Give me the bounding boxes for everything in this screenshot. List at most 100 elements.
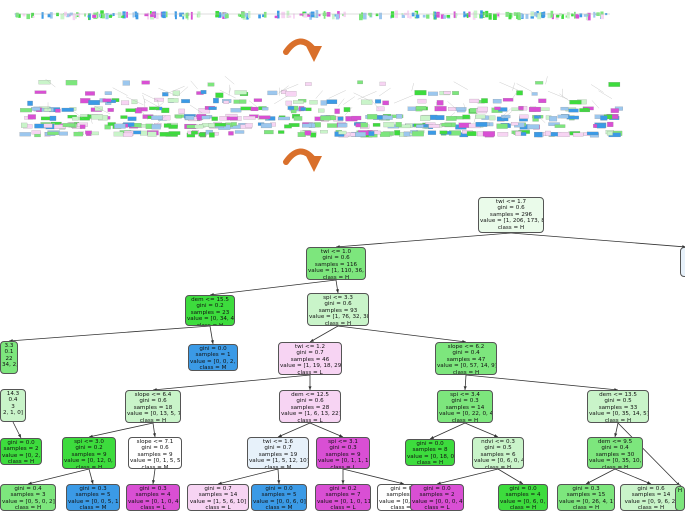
overview-mark <box>414 12 417 18</box>
overview-mark <box>326 12 331 17</box>
overview-mark <box>434 106 447 112</box>
overview-mark <box>293 13 295 19</box>
overview-edge <box>411 83 414 92</box>
overview-mark <box>47 131 59 136</box>
overview-mark <box>409 15 412 19</box>
overview-mark <box>248 11 251 19</box>
overview-mark <box>481 98 488 104</box>
overview-mark <box>65 80 78 86</box>
overview-edge <box>516 83 532 92</box>
overview-edge <box>45 78 56 88</box>
overview-mark <box>168 131 181 135</box>
overview-mark <box>87 15 90 18</box>
node-line: value = [0, 1, 5, 5] <box>130 458 182 465</box>
overview-mark <box>151 124 161 130</box>
overview-mark <box>66 13 70 18</box>
overview-edge <box>357 91 377 100</box>
overview-mark <box>49 12 53 19</box>
overview-mark <box>217 12 222 18</box>
tree-edge <box>8 325 211 342</box>
overview-mark <box>306 14 311 17</box>
node-line: gini = 0.4 <box>601 445 629 452</box>
node-line: gini = 0.6 <box>637 486 665 492</box>
node-line: samples = 14 <box>198 492 238 499</box>
overview-mark <box>517 12 521 21</box>
overview-mark <box>211 116 218 121</box>
overview-mark <box>267 90 278 96</box>
edge-arrowhead <box>400 481 404 485</box>
overview-mark <box>167 98 179 103</box>
node-line: class = M <box>264 464 292 469</box>
node-line: value = [1, 76, 32, 38] <box>309 314 369 321</box>
node-line: dem <= 13.5 <box>599 392 637 398</box>
tree-node-p_e <box>680 247 685 277</box>
node-line: class = H <box>452 369 480 375</box>
node-line: value = [0, 2, 0, 0] <box>2 452 41 459</box>
overview-mark <box>237 13 241 17</box>
overview-mark <box>165 11 168 18</box>
node-line: value = [0, 9, 6, 2] <box>624 498 678 505</box>
tree-edge <box>436 468 499 485</box>
overview-mark <box>161 107 170 113</box>
node-line: class = L <box>297 417 323 423</box>
overview-mark <box>382 115 393 120</box>
tree-edge <box>617 422 681 487</box>
tree-edge <box>337 325 467 343</box>
overview-mark <box>260 123 272 129</box>
edge-arrowhead <box>278 434 282 437</box>
node-line: twi <= 1.6 <box>262 439 294 445</box>
node-line: samples = 14 <box>631 492 671 499</box>
overview-mark <box>21 122 28 128</box>
overview-edge <box>156 115 166 124</box>
node-line: value = [0, 6, 0, 0] <box>500 498 548 505</box>
overview-mark <box>320 115 331 121</box>
tree-edge <box>335 232 512 248</box>
node-line: value = [0, 13, 5, 7] <box>127 411 181 418</box>
overview-mark <box>557 131 570 137</box>
edge-arrowhead <box>210 340 214 344</box>
overview-edge <box>158 88 178 97</box>
overview-mark <box>510 122 519 126</box>
node-line: samples = 30 <box>595 451 635 458</box>
node-line: samples = 2 <box>386 492 422 499</box>
overview-mark <box>286 10 290 18</box>
overview-mark <box>135 12 139 20</box>
node-line: class = L <box>140 505 166 511</box>
overview-mark <box>568 108 579 113</box>
overview-mark <box>379 131 391 137</box>
node-line: samples = 4 <box>135 492 171 499</box>
node-line: samples = 5 <box>75 492 111 499</box>
overview-mark <box>72 116 79 121</box>
overview-mark <box>448 107 457 111</box>
overview-mark <box>541 12 545 19</box>
overview-mark <box>208 123 215 128</box>
overview-mark <box>586 131 599 136</box>
overview-mark <box>572 13 575 17</box>
overview-edge <box>371 100 379 109</box>
node-line: value = [0, 1, 0, 11] <box>317 498 371 505</box>
overview-edge <box>143 98 159 107</box>
overview-mark <box>102 13 105 19</box>
overview-mark <box>223 100 230 104</box>
node-line: class = H <box>604 417 632 423</box>
node-line: gini = 0.0 <box>423 486 451 492</box>
node-line: samples = 23 <box>190 309 230 316</box>
overview-mark <box>62 123 75 127</box>
overview-mark <box>608 82 621 87</box>
overview-mark <box>453 11 456 18</box>
overview-mark <box>121 100 130 106</box>
node-line: value = [0, 35, 10, 3] <box>589 458 643 465</box>
node-line: gini = 0.6 <box>296 398 324 405</box>
overview-mark <box>185 115 195 120</box>
overview-mark <box>234 90 247 95</box>
node-line: gini = 0.3 <box>451 398 479 405</box>
overview-mark <box>480 10 483 19</box>
node-line: samples = 18 <box>133 404 173 411</box>
overview-mark <box>208 106 217 110</box>
